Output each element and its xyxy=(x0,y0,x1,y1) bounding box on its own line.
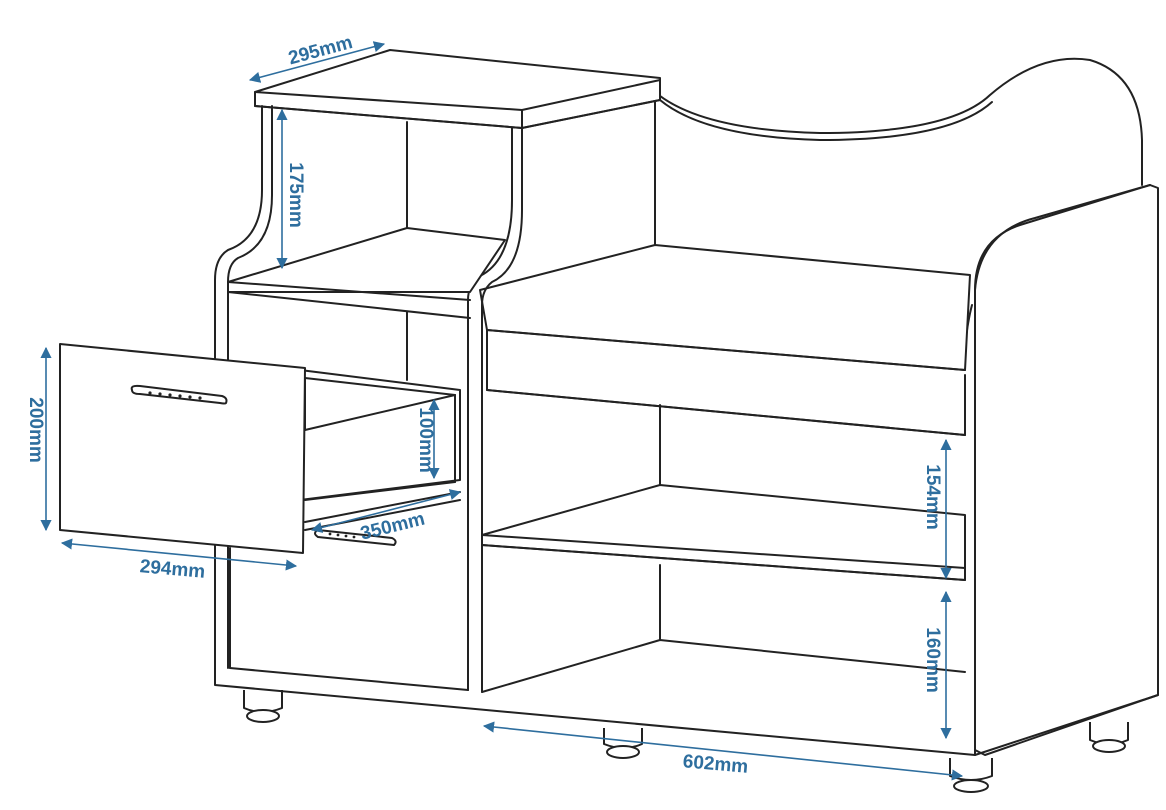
side-tower xyxy=(214,49,661,693)
drawer xyxy=(59,343,461,554)
foot-icon xyxy=(1089,722,1129,753)
dim-drawer-inner-height: 100mm xyxy=(415,398,440,480)
dim-compartment-lower: 160mm xyxy=(922,590,952,740)
dim-label-total-width: 602mm xyxy=(682,751,749,778)
dim-compartment-upper: 154mm xyxy=(922,438,952,580)
dim-label-compartment-upper: 154mm xyxy=(922,464,943,530)
dim-label-drawer-width: 294mm xyxy=(139,556,206,583)
dim-label-drawer-height: 200mm xyxy=(25,397,46,463)
dim-label-drawer-inner: 100mm xyxy=(415,407,436,473)
dim-label-shelf-height: 175mm xyxy=(285,162,306,228)
dim-label-compartment-lower: 160mm xyxy=(922,627,943,693)
handle-icon xyxy=(130,384,228,405)
dim-total-width: 602mm xyxy=(482,721,964,781)
dim-drawer-height: 200mm xyxy=(25,346,52,532)
foot-icon xyxy=(603,728,643,759)
foot-icon xyxy=(243,690,283,723)
dim-shelf-height: 175mm xyxy=(276,108,306,270)
bench-body xyxy=(214,57,1159,756)
